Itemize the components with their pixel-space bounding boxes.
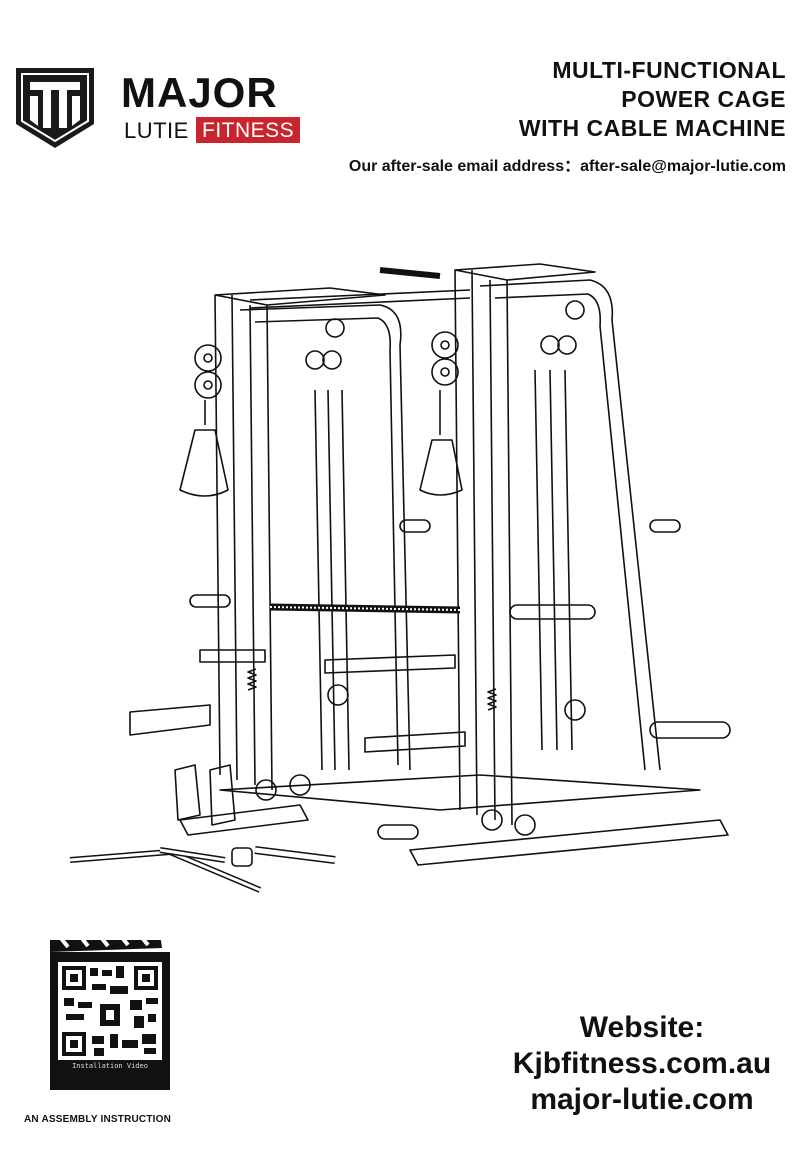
document-title: MULTI-FUNCTIONAL POWER CAGE WITH CABLE M…: [519, 56, 786, 143]
qr-caption: Installation Video: [72, 1062, 148, 1070]
website-block: Website: Kjbfitness.com.au major-lutie.c…: [512, 1010, 772, 1118]
title-line-3: WITH CABLE MACHINE: [518, 115, 786, 141]
shield-logo-icon: [16, 68, 94, 148]
brand-name-major: MAJOR: [121, 69, 278, 116]
after-sale-email: Our after-sale email address：after-sale@…: [348, 158, 786, 175]
installation-video-qr-card[interactable]: Installation Video: [50, 933, 170, 1090]
brand-name-lutie: LUTIE: [124, 118, 189, 143]
website-link-major-lutie[interactable]: major-lutie.com: [530, 1083, 754, 1116]
pulley-icon: [194, 300, 586, 836]
title-line-1: MULTI-FUNCTIONAL: [552, 57, 786, 83]
website-heading: Website:: [579, 1011, 705, 1044]
brand-logo: MAJOR LUTIE FITNESS: [14, 66, 301, 150]
website-link-kjbfitness[interactable]: Kjbfitness.com.au: [512, 1047, 772, 1080]
qr-code-icon: [50, 933, 170, 1090]
assembly-instruction-label: AN ASSEMBLY INSTRUCTION: [24, 1114, 172, 1125]
power-cage-illustration: [69, 263, 731, 893]
title-line-2: POWER CAGE: [621, 86, 786, 112]
brand-name-fitness-badge: FITNESS: [196, 117, 301, 143]
